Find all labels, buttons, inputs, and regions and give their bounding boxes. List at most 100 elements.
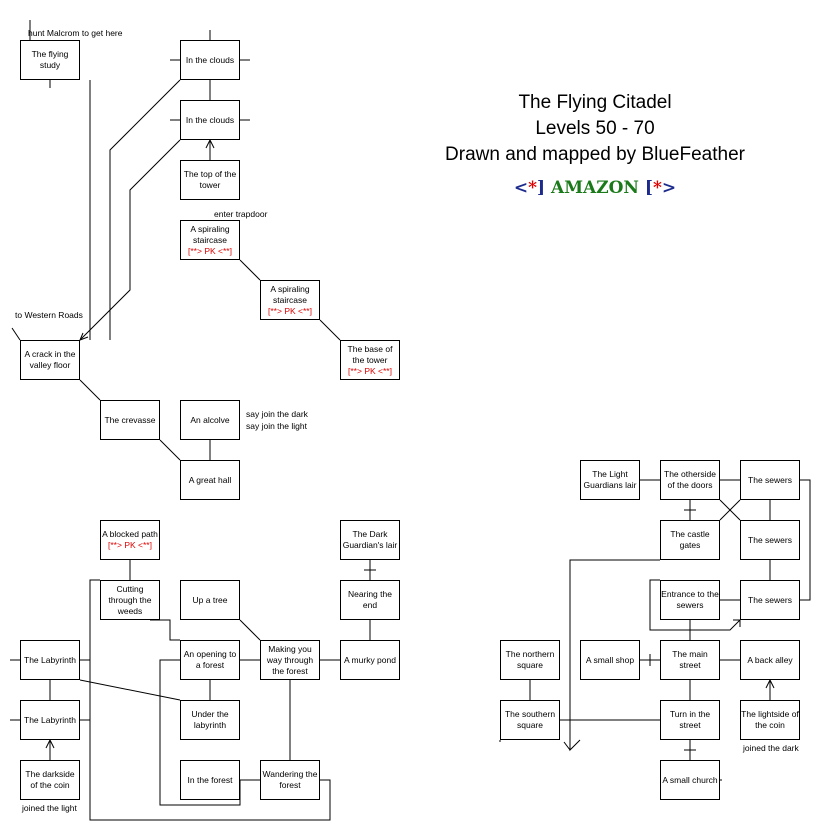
room-label: The northern square — [505, 649, 555, 670]
room-alcolve: An alcolve — [180, 400, 240, 440]
arrowhead — [79, 336, 89, 341]
map-title: The Flying Citadel Levels 50 - 70 Drawn … — [420, 90, 770, 168]
room-blocked-path: A blocked path[**> PK <**] — [100, 520, 160, 560]
room-label: The main street — [672, 649, 708, 670]
exit-line — [11, 327, 21, 341]
room-turn-in-street: Turn in the street — [660, 700, 720, 740]
logo-star: * — [528, 178, 538, 198]
room-entrance-sewers: Entrance to the sewers — [660, 580, 720, 620]
room-dark-guardian-lair: The Dark Guardian's lair — [340, 520, 400, 560]
room-making-way-forest: Making you way through the forest — [260, 640, 320, 680]
room-label: A crack in the valley floor — [24, 349, 76, 370]
path-clouds-crack — [109, 79, 181, 340]
room-label: Wandering the forest — [262, 769, 318, 790]
room-murky-pond: A murky pond — [340, 640, 400, 680]
path-entrance-loop — [649, 579, 741, 631]
room-label: The Labyrinth — [24, 654, 76, 665]
note-joined-light: joined the light — [22, 803, 77, 813]
note-say-join-dark: say join the dark — [246, 409, 308, 419]
amazon-logo: <*] AMAZON [*> — [420, 178, 770, 198]
logo-bracket: ] — [537, 178, 546, 198]
room-up-a-tree: Up a tree — [180, 580, 240, 620]
room-label: Up a tree — [192, 594, 228, 605]
room-label: Cutting through the weeds — [108, 583, 152, 616]
note-hunt-malcrom: hunt Malcrom to get here — [28, 28, 123, 38]
room-label: Under the labyrinth — [191, 709, 229, 730]
room-label: The lightside of the coin — [741, 709, 799, 730]
room-great-hall: A great hall — [180, 460, 240, 500]
room-label: In the forest — [187, 774, 233, 785]
room-small-shop: A small shop — [580, 640, 640, 680]
room-label: Entrance to the sewers — [661, 589, 719, 610]
arrowhead — [45, 738, 55, 749]
arrowhead — [79, 332, 84, 341]
room-sewers-2: The sewers — [740, 520, 800, 560]
path-crack-crevasse — [79, 379, 101, 401]
room-label: Turn in the street — [669, 709, 711, 730]
room-label: A back alley — [747, 654, 793, 665]
room-southern-square: The southern square — [500, 700, 560, 740]
room-label: The otherside of the doors — [664, 469, 716, 490]
room-sewers: The sewers — [740, 460, 800, 500]
room-label: The darkside of the coin — [25, 769, 75, 790]
room-in-the-clouds: In the clouds — [180, 40, 240, 80]
room-in-the-clouds-2: In the clouds — [180, 100, 240, 140]
path-opening-forest — [159, 659, 241, 806]
room-sewers-3: The sewers — [740, 580, 800, 620]
room-label: In the clouds — [185, 114, 235, 125]
room-label: The southern square — [504, 709, 556, 730]
room-label: Making you way through the forest — [266, 643, 314, 676]
path-gates-square — [569, 559, 660, 752]
room-cutting-weeds: Cutting through the weeds — [100, 580, 160, 620]
pk-warning: [**> PK <**] — [268, 305, 312, 316]
arrowhead — [765, 678, 775, 689]
logo-bracket: < — [513, 178, 529, 198]
room-label: The top of the tower — [183, 169, 237, 190]
room-wandering-forest: Wandering the forest — [260, 760, 320, 800]
author-line: Drawn and mapped by BlueFeather — [445, 144, 745, 165]
room-label: The Dark Guardian's lair — [342, 529, 398, 550]
path-crevasse-hall — [159, 439, 181, 461]
path-cutting-wandering — [89, 579, 331, 821]
room-label: An alcolve — [190, 414, 230, 425]
room-back-alley: A back alley — [740, 640, 800, 680]
room-label: A spiraling staircase — [190, 223, 230, 245]
arrowhead — [563, 741, 571, 751]
arrowhead — [205, 138, 215, 149]
logo-name: AMAZON — [551, 178, 639, 198]
room-crack-valley-floor: A crack in the valley floor — [20, 340, 80, 380]
note-say-join-light: say join the light — [246, 421, 307, 431]
room-crevasse: The crevasse — [100, 400, 160, 440]
logo-star: * — [652, 178, 662, 198]
room-small-church: A small church — [660, 760, 720, 800]
room-label: An opening to a forest — [183, 649, 237, 670]
room-labyrinth-2: The Labyrinth — [20, 700, 80, 740]
room-top-of-tower: The top of the tower — [180, 160, 240, 200]
path-spiral-base — [319, 319, 341, 341]
room-darkside-coin: The darkside of the coin — [20, 760, 80, 800]
room-label: The Light Guardians lair — [583, 469, 637, 490]
room-castle-gates: The castle gates — [660, 520, 720, 560]
note-enter-trapdoor: enter trapdoor — [214, 209, 268, 219]
room-main-street: The main street — [660, 640, 720, 680]
room-label: The sewers — [748, 594, 792, 605]
path-spiral — [239, 259, 261, 281]
room-label: In the clouds — [185, 54, 235, 65]
room-spiraling-staircase: A spiraling staircase[**> PK <**] — [180, 220, 240, 260]
note-joined-dark: joined the dark — [743, 743, 799, 753]
room-label: A blocked path — [102, 529, 158, 539]
logo-bracket: > — [661, 178, 677, 198]
room-label: The Labyrinth — [24, 714, 76, 725]
room-in-the-forest: In the forest — [180, 760, 240, 800]
arrowhead — [733, 619, 741, 627]
path-clouds-crack-2 — [79, 139, 181, 341]
room-label: A small church — [662, 774, 718, 785]
room-base-of-tower: The base of the tower[**> PK <**] — [340, 340, 400, 380]
path-labyrinth-under — [79, 679, 181, 701]
logo-bracket: [ — [644, 178, 653, 198]
room-label: A murky pond — [344, 654, 396, 665]
room-label: The sewers — [748, 534, 792, 545]
room-label: The crevasse — [104, 414, 156, 425]
room-label: The castle gates — [670, 529, 710, 550]
